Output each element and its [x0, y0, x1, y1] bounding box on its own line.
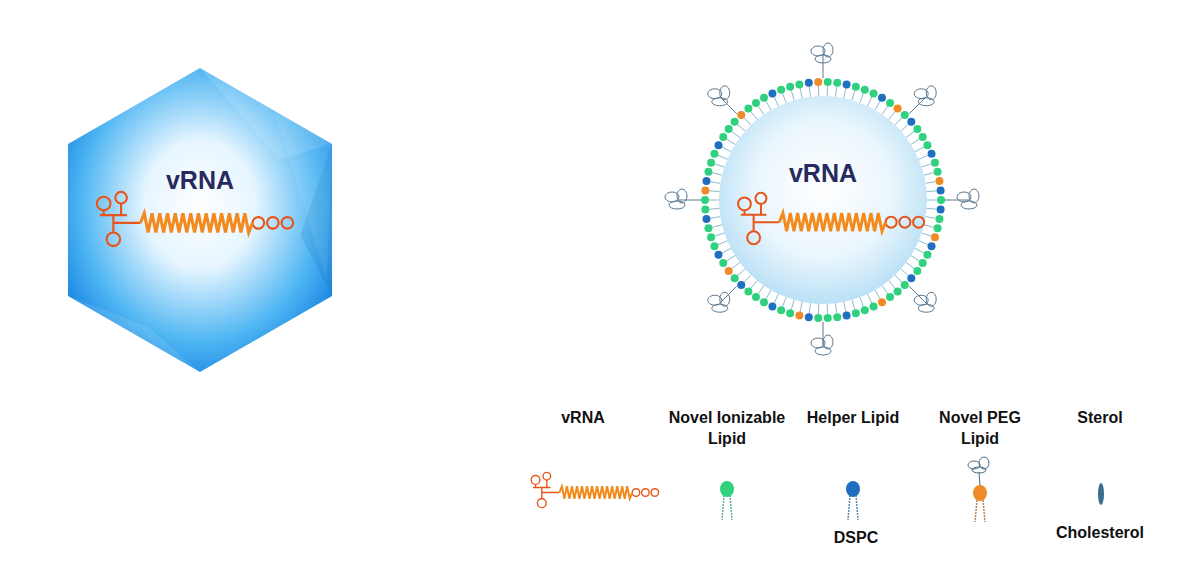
legend-text: Novel Ionizable Lipid [657, 407, 797, 449]
rna-strand [90, 190, 302, 248]
legend-entry: Novel PEG Lipid [925, 407, 1035, 449]
legend-entry: Novel Ionizable Lipid [657, 407, 797, 449]
ionizable-lipid-icon [720, 481, 734, 520]
peg-lipid-icon [968, 457, 989, 522]
legend-text: Novel PEG Lipid [925, 407, 1035, 449]
component-name: Cholesterol [1056, 522, 1144, 543]
legend-entry: Sterol [1045, 407, 1155, 428]
legend-entry: vRNA [528, 407, 638, 428]
rna-strand [732, 191, 932, 246]
sterol-icon [1098, 483, 1104, 505]
node-label: vRNA [68, 166, 332, 195]
bilayer-circle [698, 75, 948, 325]
lipid-nanoparticle: vRNA [698, 75, 948, 325]
component-name: DSPC [834, 527, 878, 548]
legend-entry: Helper Lipid [798, 407, 908, 428]
node-label: vRNA [698, 159, 948, 188]
legend-text: vRNA [528, 407, 638, 428]
legend-text: Sterol [1045, 407, 1155, 428]
legend-text: Helper Lipid [798, 407, 908, 428]
virus-capsid: vRNA [68, 68, 332, 372]
helper-lipid-icon [846, 481, 860, 520]
